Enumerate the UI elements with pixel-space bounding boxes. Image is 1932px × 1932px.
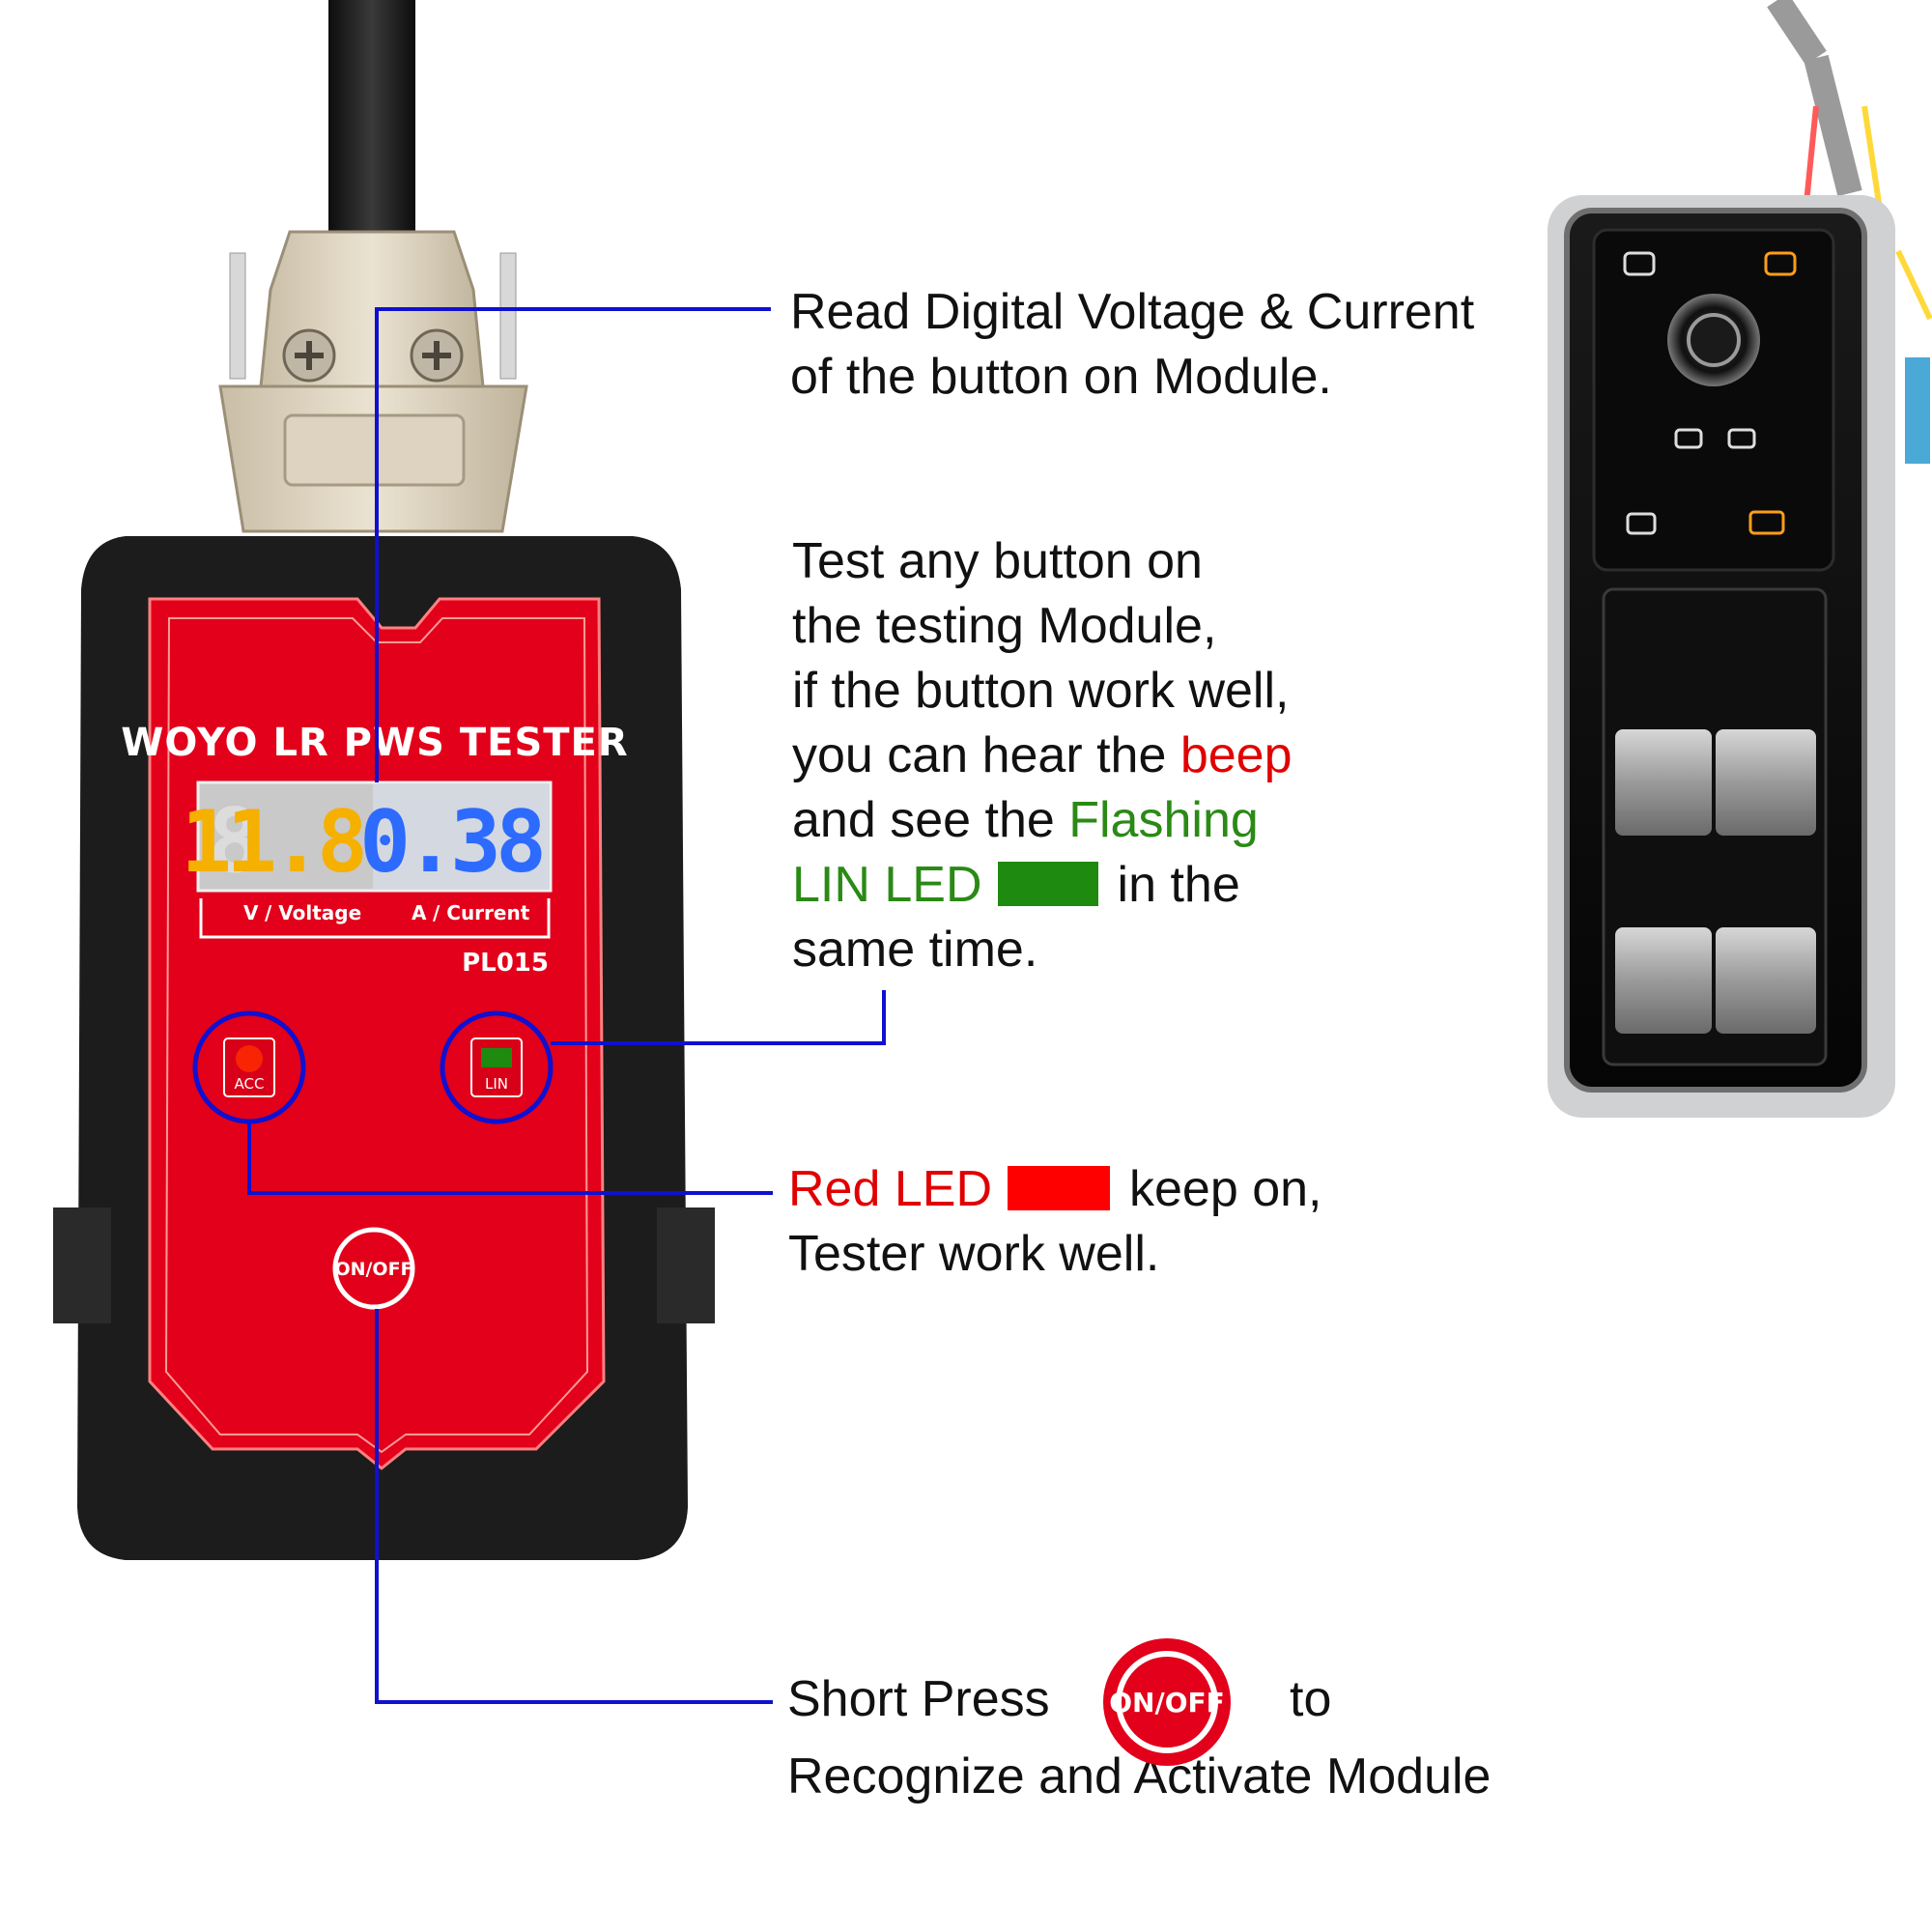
child-lock-icon [1626, 512, 1657, 535]
acc-led-indicator: ACC [223, 1037, 275, 1097]
window-switch-rear-right [1716, 927, 1816, 1034]
flashing-text: Flashing [1068, 792, 1259, 848]
window-switch-module [1548, 0, 1932, 1118]
lcd-ghost-digit: 8 [208, 789, 261, 893]
tester-device: WOYO LR PWS TESTER 8 11.8 0.38 V / Volta… [53, 536, 715, 1560]
red-led-text: Red LED [788, 1161, 992, 1217]
callout-test-line3: if the button work well, [792, 663, 1290, 719]
leader-lines [247, 307, 886, 1704]
callout-test-line6-text: in the [1117, 857, 1240, 913]
current-symbol: A [412, 901, 427, 924]
short-press-to-text: to [1290, 1671, 1332, 1727]
callout-read-voltage: Read Digital Voltage & Current of the bu… [790, 280, 1474, 410]
current-label: / Current [433, 901, 530, 924]
voltage-reading: 11.8 [181, 792, 363, 892]
callout-test-line4-text: you can hear the [792, 727, 1180, 783]
lin-led-text: LIN LED [792, 857, 982, 913]
leader-line-red-led [247, 1122, 773, 1195]
lin-led-swatch [997, 862, 1098, 907]
connector-pin-left [229, 252, 246, 380]
on-off-button-icon: ON/OFF [1103, 1638, 1231, 1766]
window-switch-rear-left [1615, 927, 1712, 1034]
mirror-fold-left-icon [1674, 428, 1703, 449]
callout-red-line1: Red LED keep on, [788, 1157, 1322, 1222]
callout-test-line5-text: and see the [792, 792, 1069, 848]
voltage-symbol: V [243, 901, 259, 924]
mirror-right-icon [1764, 251, 1797, 276]
callout-short-press: Short Press to Recognize and Activate Mo… [787, 1667, 1491, 1804]
power-button-label: ON/OFF [334, 1259, 412, 1280]
callout-test-button: Test any button on the testing Module, i… [792, 529, 1293, 982]
lin-led-light [481, 1048, 512, 1067]
mirror-left-icon [1623, 251, 1656, 276]
voltage-label: / Voltage [265, 901, 361, 924]
window-switch-front-left [1615, 729, 1712, 836]
callout-test-line1: Test any button on [792, 533, 1203, 589]
callout-red-led: Red LED keep on, Tester work well. [788, 1157, 1322, 1287]
lin-highlight-circle [440, 1010, 554, 1124]
callout-read-line1: Read Digital Voltage & Current [790, 284, 1475, 340]
cable [328, 0, 415, 246]
device-title: WOYO LR PWS TESTER [121, 721, 628, 765]
window-switch-front-right [1716, 729, 1816, 836]
model-number: PL015 [462, 949, 549, 978]
callout-read-line2: of the button on Module. [790, 349, 1332, 405]
red-led-swatch [1008, 1166, 1110, 1211]
power-button[interactable]: ON/OFF [332, 1227, 415, 1310]
leader-line-read [375, 307, 771, 782]
lin-label: LIN [485, 1075, 508, 1093]
callout-test-line7: same time. [792, 922, 1038, 978]
window-lock-icon [1748, 510, 1785, 535]
leader-line-test [551, 990, 886, 1045]
on-off-icon-label: ON/OFF [1109, 1687, 1225, 1719]
callout-red-line2: Tester work well. [788, 1226, 1160, 1282]
short-press-text: Short Press [787, 1671, 1050, 1727]
mirror-fold-right-icon [1727, 428, 1756, 449]
acc-label: ACC [235, 1075, 265, 1093]
acc-highlight-circle [192, 1010, 306, 1124]
callout-test-line6: LIN LED in the [792, 853, 1293, 918]
connector-pin-right [499, 252, 517, 380]
db-connector [218, 230, 528, 533]
callout-test-line4: you can hear the beep [792, 724, 1293, 788]
callout-test-line5: and see the Flashing [792, 788, 1293, 853]
current-reading: 0.38 [359, 792, 542, 892]
keep-on-text: keep on, [1129, 1161, 1322, 1217]
leader-line-short-press [375, 1309, 773, 1704]
beep-text: beep [1179, 727, 1293, 783]
callout-test-line2: the testing Module, [792, 598, 1217, 654]
lin-led-indicator: LIN [470, 1037, 523, 1097]
acc-led-light [236, 1045, 263, 1072]
